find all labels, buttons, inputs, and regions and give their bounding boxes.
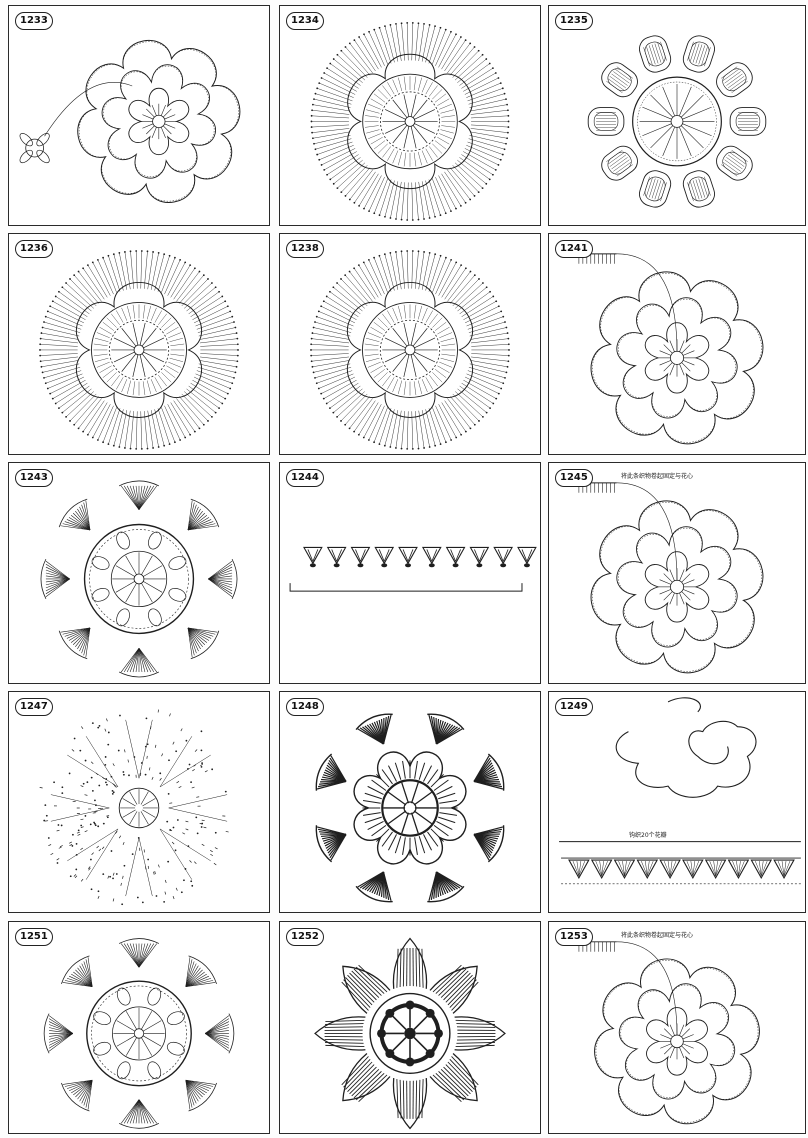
pattern-note: 将此条织物卷起固定与花心 [621,471,693,480]
pattern-panel-1245: 1245 将此条织物卷起固定与花心 [548,462,806,684]
pattern-panel-1247: 1247 [8,691,270,913]
pattern-note: 钩织20个花瓣 [629,830,667,839]
pattern-number-label: 1252 [286,928,324,946]
pattern-number-label: 1241 [555,240,593,258]
pattern-panel-1244: 1244 [279,462,541,684]
pattern-panel-1249: 1249 钩织20个花瓣 [548,691,806,913]
pattern-number-label: 1245 [555,469,593,487]
crochet-chart-diagram [280,234,540,454]
crochet-chart-diagram [9,692,269,912]
pattern-number-label: 1251 [15,928,53,946]
pattern-number-label: 1234 [286,12,324,30]
crochet-chart-diagram [9,922,269,1133]
pattern-number-label: 1244 [286,469,324,487]
pattern-number-label: 1253 [555,928,593,946]
pattern-panel-1243: 1243 [8,462,270,684]
pattern-panel-1253: 1253 将此条织物卷起固定与花心 [548,921,806,1134]
crochet-chart-diagram [280,922,540,1133]
crochet-chart-diagram [280,692,540,912]
pattern-panel-1252: 1252 [279,921,541,1134]
pattern-panel-1234: 1234 [279,5,541,226]
crochet-chart-diagram [9,234,269,454]
crochet-chart-diagram [549,692,805,912]
pattern-note: 将此条织物卷起固定与花心 [621,930,693,939]
pattern-number-label: 1238 [286,240,324,258]
crochet-chart-diagram [549,234,805,454]
pattern-panel-1236: 1236 [8,233,270,455]
pattern-number-label: 1236 [15,240,53,258]
crochet-chart-diagram [549,922,805,1133]
pattern-panel-1241: 1241 [548,233,806,455]
pattern-number-label: 1248 [286,698,324,716]
pattern-panel-1248: 1248 [279,691,541,913]
crochet-chart-diagram [549,463,805,683]
crochet-chart-diagram [9,6,269,225]
pattern-panel-1233: 1233 [8,5,270,226]
crochet-chart-diagram [549,6,805,225]
pattern-number-label: 1243 [15,469,53,487]
pattern-number-label: 1235 [555,12,593,30]
crochet-chart-diagram [280,463,540,683]
pattern-panel-1238: 1238 [279,233,541,455]
pattern-number-label: 1249 [555,698,593,716]
pattern-panel-1251: 1251 [8,921,270,1134]
pattern-number-label: 1247 [15,698,53,716]
crochet-chart-diagram [280,6,540,225]
crochet-chart-diagram [9,463,269,683]
pattern-panel-1235: 1235 [548,5,806,226]
pattern-number-label: 1233 [15,12,53,30]
